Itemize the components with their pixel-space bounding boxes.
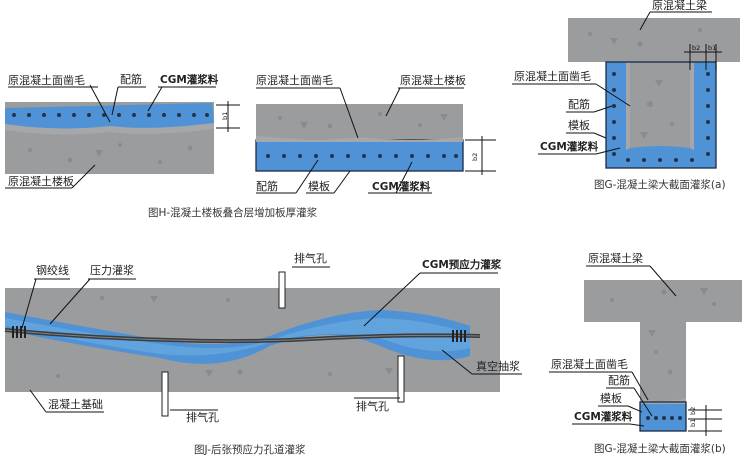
- fig-h-right-section: b2 原混凝土面凿毛 原混凝土楼板 配筋 模板 CGM灌浆料: [255, 73, 496, 194]
- anchor-left-j: [12, 326, 26, 338]
- vent-pipe-bottom-1-j: [161, 371, 169, 417]
- label-rebar-right: 配筋: [256, 179, 278, 193]
- original-slab-right: [256, 104, 463, 140]
- vent-pipe-bottom-2-j: [397, 355, 405, 403]
- dim-b2-right: b2: [465, 136, 496, 175]
- roughened-interface-right: [256, 136, 463, 142]
- aggregate-right: [278, 112, 448, 129]
- leader-rough-left: [89, 84, 111, 123]
- fig-g-a: b2 b1 原混凝土梁 原混凝土面凿毛 配筋 模板 CGM灌浆料: [512, 0, 740, 169]
- cgm-layer-right: [256, 140, 463, 171]
- label-j-vacuum: 真空抽浆: [476, 359, 520, 373]
- label-g-a-form: 模板: [568, 118, 590, 132]
- dims-g-b: b1 b2: [688, 405, 722, 436]
- aggregate-left: [28, 143, 193, 164]
- leader-rebar-left: [111, 86, 119, 116]
- dim-g-a-b1: b1: [708, 44, 716, 52]
- label-slab-left: 原混凝土楼板: [8, 174, 74, 188]
- leader-form-right: [333, 170, 351, 194]
- label-g-b-cgm: CGM灌浆料: [574, 410, 633, 423]
- dim-b1-left-label: b1: [221, 112, 229, 120]
- label-j-vent-bottom-1: 排气孔: [186, 410, 219, 424]
- label-j-vent-top: 排气孔: [294, 251, 327, 265]
- label-rough-right: 原混凝土面凿毛: [256, 73, 333, 87]
- label-g-b-beam: 原混凝土梁: [588, 251, 643, 265]
- dims-g-a: b2 b1: [684, 44, 722, 70]
- vent-pipe-top-j: [278, 271, 286, 309]
- leader-cgm-right: [395, 161, 413, 194]
- label-j-base: 混凝土基础: [48, 397, 103, 411]
- label-g-a-rebar: 配筋: [568, 97, 590, 111]
- formwork-g-b: [639, 401, 687, 432]
- fig-j: 钢绞线 压力灌浆 排气孔 CGM预应力灌浆 真空抽浆 混凝土基础 排气孔 排气孔: [4, 251, 522, 424]
- dim-b1-left: b1: [216, 101, 240, 132]
- fig-h-left-section: b1 原混凝土面凿毛 配筋 CGM灌浆料 原混凝土楼板: [5, 72, 240, 189]
- dim-g-a-b2: b2: [692, 44, 700, 52]
- leader-rebar-right: [295, 159, 319, 194]
- leader-rough-right: [339, 87, 359, 139]
- leader-cgm-left: [147, 86, 163, 112]
- caption-fig-g-a: 图G-混凝土梁大截面灌浆(a): [594, 178, 726, 191]
- rebar-row-left: [12, 113, 209, 117]
- label-g-a-cgm: CGM灌浆料: [540, 140, 599, 153]
- leader-slab-right: [385, 87, 401, 117]
- roughened-interface-left: [5, 123, 214, 135]
- fig-g-b: b1 b2 原混凝土梁 原混凝土面凿毛 配筋 模板 CGM灌浆料: [549, 251, 742, 436]
- label-rebar-left: 配筋: [120, 72, 142, 86]
- caption-fig-g-b: 图G-混凝土梁大截面灌浆(b): [594, 442, 726, 455]
- rebar-g-a: [612, 72, 710, 162]
- caption-fig-j: 图J-后张预应力孔道灌浆: [194, 443, 306, 456]
- label-g-a-beam: 原混凝土梁: [652, 0, 707, 12]
- cgm-overlay-left: [5, 103, 214, 129]
- label-slab-right: 原混凝土楼板: [400, 73, 466, 87]
- label-cgm-left: CGM灌浆料: [160, 73, 219, 86]
- dim-g-b-b1: b1: [689, 419, 697, 427]
- formwork-g-a: [605, 61, 717, 169]
- anchor-right-j: [452, 330, 466, 342]
- label-j-strand: 钢绞线: [36, 263, 69, 277]
- aggregate-g-b: [610, 288, 716, 375]
- label-g-a-rough: 原混凝土面凿毛: [514, 69, 591, 83]
- label-cgm-right: CGM灌浆料: [372, 180, 431, 193]
- label-form-right: 模板: [308, 179, 330, 193]
- caption-fig-h: 图H-混凝土楼板叠合层增加板厚灌浆: [148, 206, 318, 219]
- label-g-b-form: 模板: [600, 391, 622, 405]
- beam-g-b-original: [584, 280, 742, 402]
- label-rough-left: 原混凝土面凿毛: [8, 73, 85, 87]
- label-g-b-rebar: 配筋: [608, 373, 630, 387]
- aggregate-j: [56, 295, 393, 378]
- leader-bottom-left-2: [71, 164, 96, 189]
- dim-g-b-b2: b2: [689, 407, 697, 415]
- label-g-b-rough: 原混凝土面凿毛: [551, 357, 628, 371]
- rebar-row-right: [266, 154, 458, 158]
- aggregate-g-a: [588, 28, 702, 139]
- label-j-cgm: CGM预应力灌浆: [422, 258, 502, 271]
- label-j-vent-bottom-2: 排气孔: [356, 399, 389, 413]
- label-j-pressure: 压力灌浆: [90, 263, 134, 277]
- beam-g-a-web: [630, 62, 690, 148]
- rebar-g-b: [646, 416, 682, 420]
- dim-b2-right-label: b2: [471, 153, 479, 161]
